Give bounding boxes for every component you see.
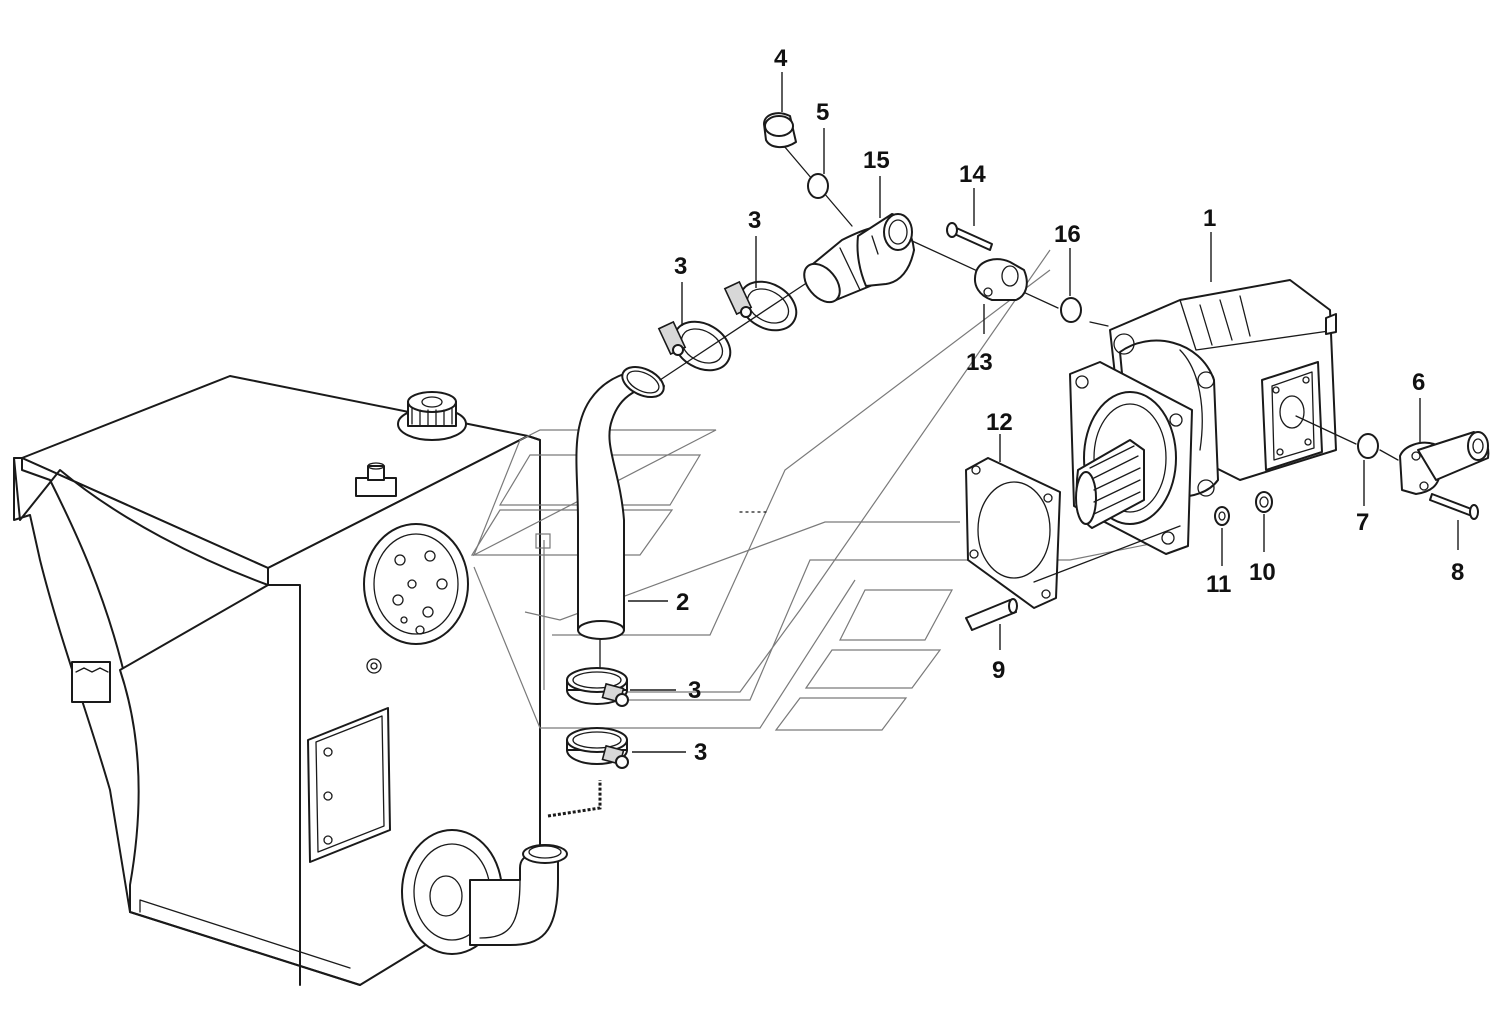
callout-11: 11 [1206,571,1231,598]
callout-3-upper-left: 3 [674,253,687,280]
elbow-fitting [803,213,915,304]
gear-pump [1069,279,1337,555]
callout-12: 12 [986,409,1013,436]
callout-8: 8 [1451,559,1464,586]
o-ring-7 [1357,433,1379,459]
hose-clamp-lower-1 [566,667,629,707]
dowel-pin [965,598,1018,631]
o-ring-5 [807,173,829,199]
hose-clamp-upper-1 [657,320,732,372]
callout-6: 6 [1412,369,1425,396]
split-flange [946,222,1028,301]
callout-4: 4 [774,45,788,72]
callout-13: 13 [966,349,993,376]
hose-clamp-lower-2 [566,727,629,769]
callout-15: 15 [863,147,890,174]
callout-7: 7 [1356,509,1369,536]
washer-11 [1214,506,1230,526]
gasket [965,457,1061,609]
callout-1: 1 [1203,205,1216,232]
reference-outline-lines [470,249,1171,731]
callout-16: 16 [1054,221,1081,248]
hydraulic-tank [13,375,602,986]
suction-hose [575,365,665,676]
plug-cap [763,112,797,148]
o-ring-16 [1060,297,1082,323]
callout-9: 9 [992,657,1005,684]
bolt-8 [1429,493,1479,520]
callout-3-upper-right: 3 [748,207,761,234]
callout-labels: 1 2 3 3 3 3 4 5 6 7 8 9 10 11 12 13 14 [628,45,1464,766]
callout-5: 5 [816,99,829,126]
callout-14: 14 [959,161,986,188]
callout-3-lower-2: 3 [694,739,707,766]
callout-10: 10 [1249,559,1276,586]
callout-3-lower-1: 3 [688,677,701,704]
callout-2: 2 [676,589,689,616]
outlet-flange [1399,431,1490,495]
nut-10 [1255,491,1273,513]
